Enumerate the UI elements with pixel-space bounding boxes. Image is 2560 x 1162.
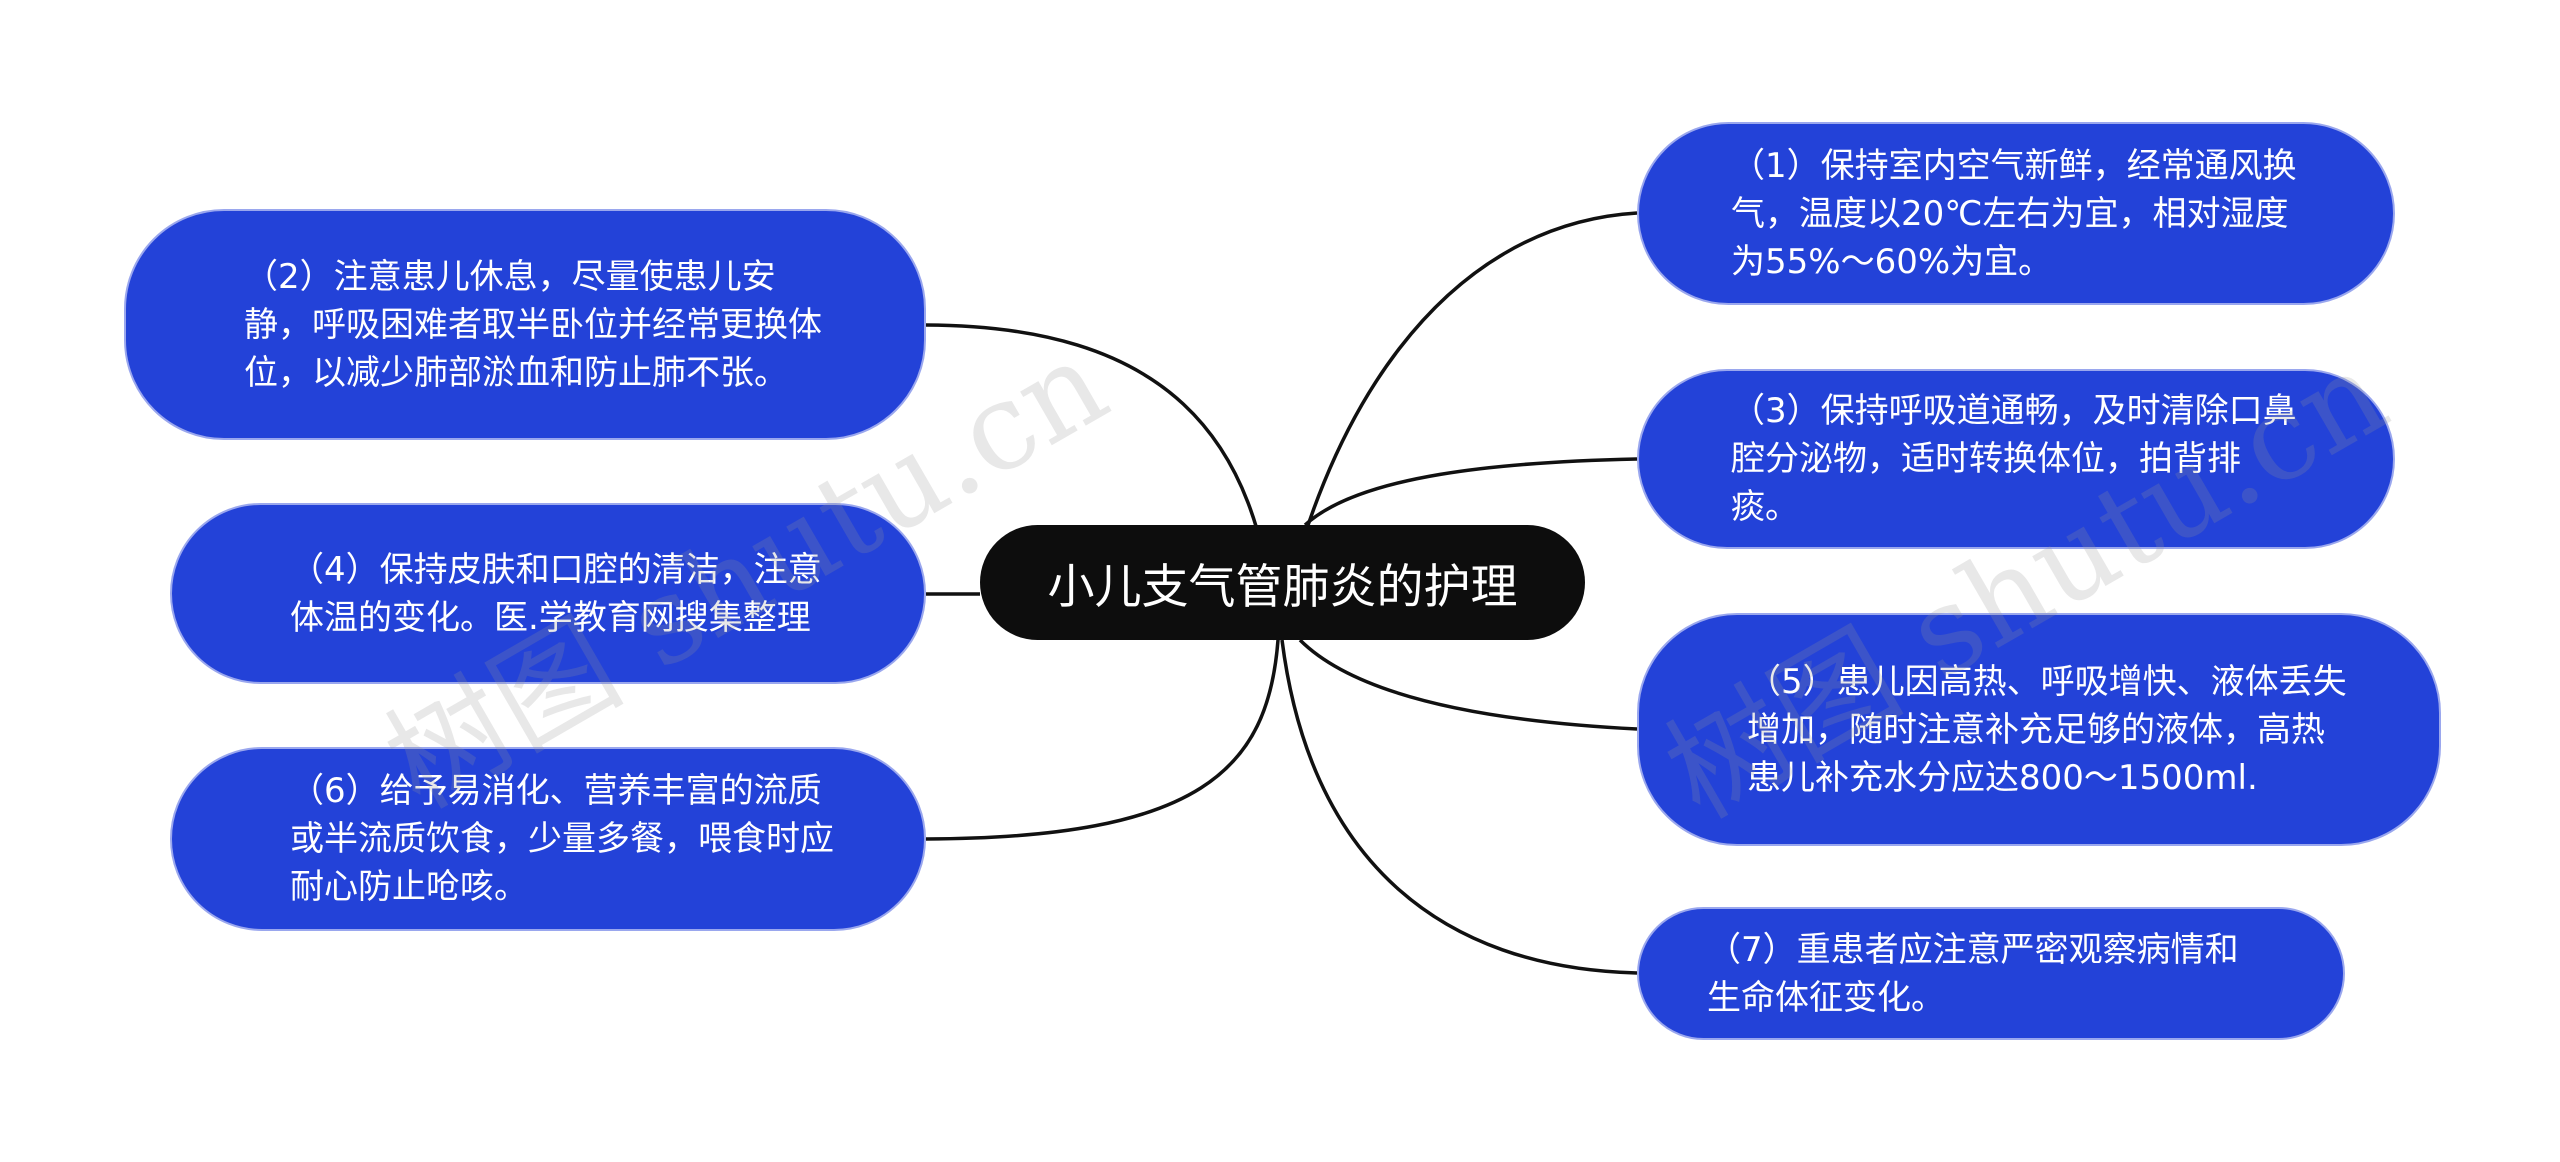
- connector-to-node-7: [1280, 639, 1638, 975]
- topic-node-1[interactable]: （1）保持室内空气新鲜，经常通风换气，温度以20℃左右为宜，相对湿度为55%～6…: [1637, 122, 2395, 305]
- topic-node-5[interactable]: （5）患儿因高热、呼吸增快、液体丢失增加，随时注意补充足够的液体，高热患儿补充水…: [1637, 613, 2441, 846]
- connector-to-node-3: [1303, 457, 1638, 527]
- topic-node-6[interactable]: （6）给予易消化、营养丰富的流质或半流质饮食，少量多餐，喂食时应耐心防止呛咳。: [170, 747, 926, 931]
- topic-node-7[interactable]: （7）重患者应注意严密观察病情和生命体征变化。: [1637, 907, 2345, 1040]
- topic-node-7-text: （7）重患者应注意严密观察病情和生命体征变化。: [1707, 929, 2239, 1018]
- topic-node-4-text: （4）保持皮肤和口腔的清洁，注意体温的变化。医.学教育网搜集整理: [290, 549, 822, 638]
- topic-node-2[interactable]: （2）注意患儿休息，尽量使患儿安静，呼吸困难者取半卧位并经常更换体位，以减少肺部…: [124, 209, 926, 440]
- topic-node-4[interactable]: （4）保持皮肤和口腔的清洁，注意体温的变化。医.学教育网搜集整理: [170, 503, 926, 684]
- connector-to-node-5: [1298, 638, 1638, 731]
- topic-node-6-text: （6）给予易消化、营养丰富的流质或半流质饮食，少量多餐，喂食时应耐心防止呛咳。: [290, 771, 834, 907]
- central-topic-label: 小儿支气管肺炎的护理: [1047, 560, 1518, 615]
- topic-node-3-text: （3）保持呼吸道通畅，及时清除口鼻腔分泌物，适时转换体位，拍背排痰。: [1731, 391, 2297, 527]
- connector-to-node-6: [925, 639, 1280, 841]
- central-topic[interactable]: 小儿支气管肺炎的护理: [980, 525, 1585, 640]
- topic-node-5-text: （5）患儿因高热、呼吸增快、液体丢失增加，随时注意补充足够的液体，高热患儿补充水…: [1747, 661, 2347, 798]
- topic-node-2-text: （2）注意患儿休息，尽量使患儿安静，呼吸困难者取半卧位并经常更换体位，以减少肺部…: [244, 256, 822, 393]
- topic-node-3[interactable]: （3）保持呼吸道通畅，及时清除口鼻腔分泌物，适时转换体位，拍背排痰。: [1637, 369, 2395, 549]
- topic-node-1-text: （1）保持室内空气新鲜，经常通风换气，温度以20℃左右为宜，相对湿度为55%～6…: [1731, 145, 2297, 282]
